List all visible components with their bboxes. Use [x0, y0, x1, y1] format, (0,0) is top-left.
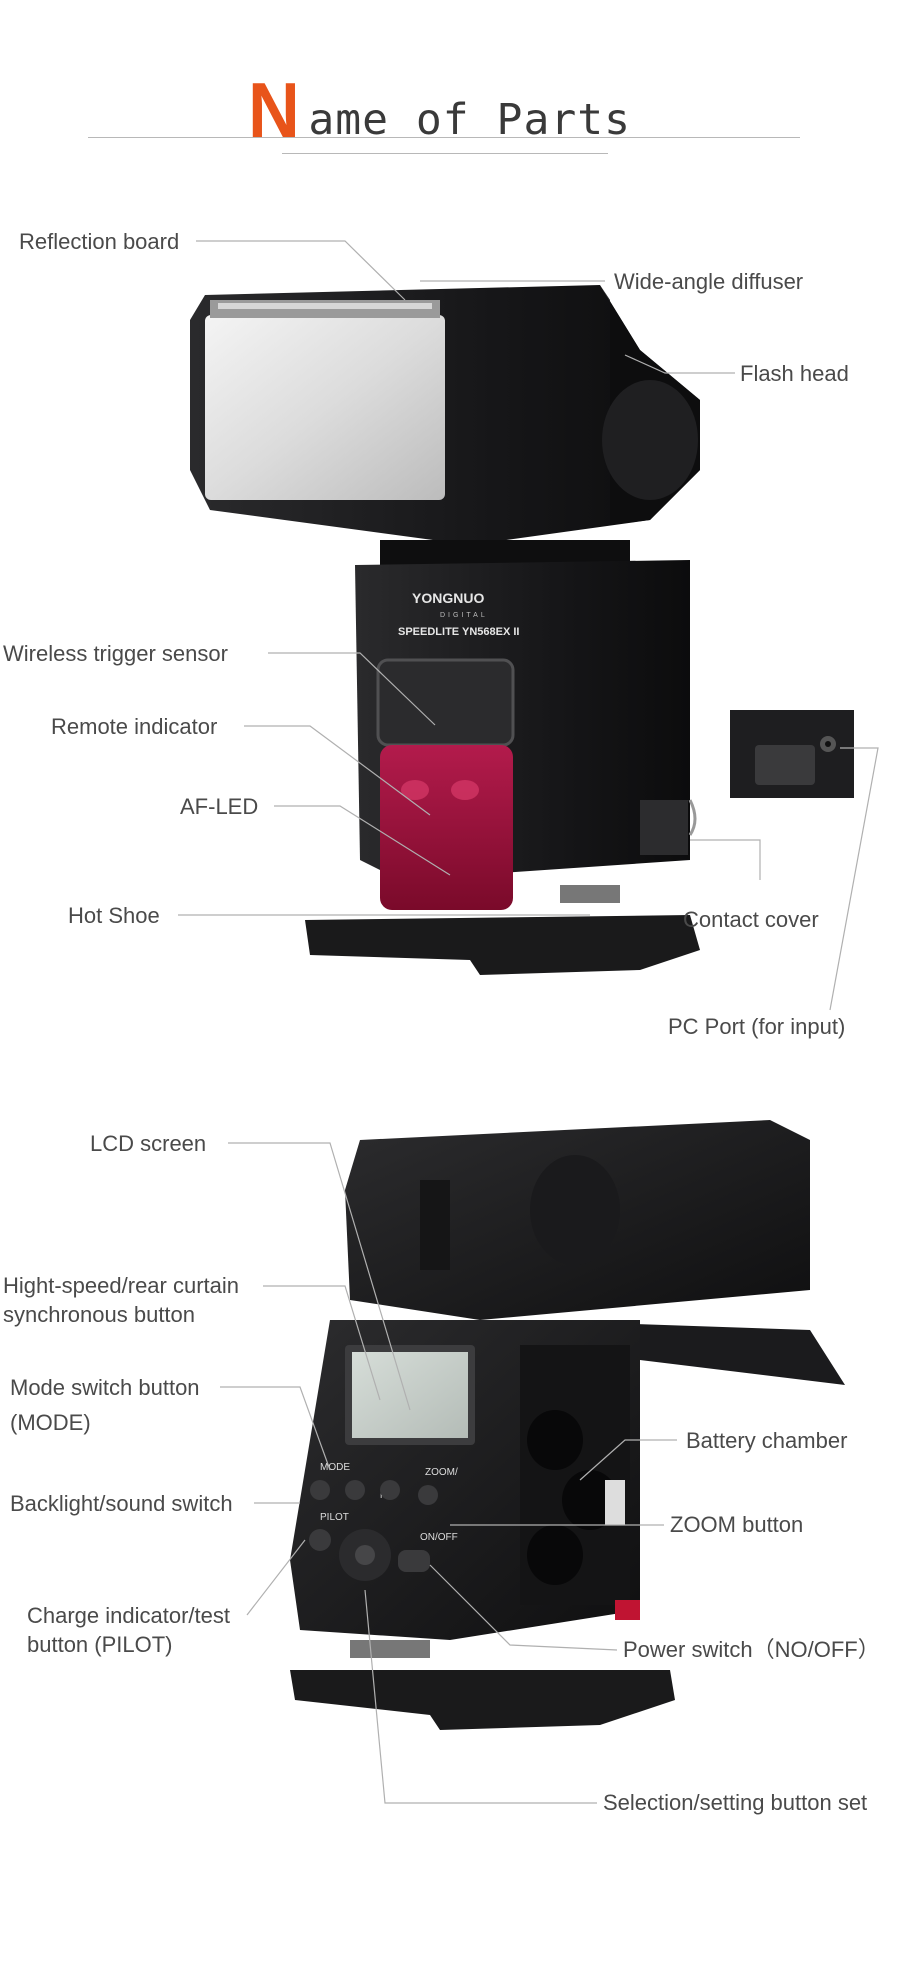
- page-title: N ame of Parts: [248, 64, 632, 154]
- label-charge-indicator-line2: button (PILOT): [27, 1632, 173, 1657]
- pc-port-inset-image: [730, 710, 854, 798]
- flash-back-image: MODE FN ZOOM/ PILOT ON/OFF: [290, 1120, 845, 1730]
- title-text: ame of Parts: [308, 95, 632, 145]
- label-lcd-screen: LCD screen: [90, 1131, 207, 1156]
- title-sub-underline: [282, 153, 608, 154]
- btn-text-zoom: ZOOM/: [425, 1467, 458, 1478]
- label-reflection-board: Reflection board: [19, 229, 180, 254]
- label-mode-switch-line1: Mode switch button: [10, 1375, 200, 1400]
- label-high-speed-line1: Hight-speed/rear curtain: [3, 1273, 240, 1298]
- label-remote-indicator: Remote indicator: [51, 714, 218, 739]
- product-sub-text: DIGITAL: [440, 612, 488, 619]
- btn-text-onoff: ON/OFF: [420, 1532, 458, 1543]
- label-power-switch: Power switch（NO/OFF）: [623, 1637, 880, 1662]
- product-model-text: SPEEDLITE YN568EX II: [398, 626, 519, 638]
- label-mode-switch-line2: (MODE): [10, 1410, 91, 1435]
- title-initial: N: [248, 66, 300, 154]
- btn-text-mode: MODE: [320, 1462, 350, 1473]
- title-underline: [88, 137, 800, 138]
- label-flash-head: Flash head: [740, 361, 849, 386]
- label-battery-chamber: Battery chamber: [686, 1428, 848, 1453]
- label-contact-cover: Contact cover: [683, 907, 819, 932]
- label-selection-setting: Selection/setting button set: [603, 1790, 868, 1815]
- label-charge-indicator-line1: Charge indicator/test: [27, 1603, 230, 1628]
- label-af-led: AF-LED: [180, 794, 259, 819]
- label-wide-angle-diffuser: Wide-angle diffuser: [614, 269, 804, 294]
- label-zoom-button: ZOOM button: [670, 1512, 804, 1537]
- label-high-speed-line2: synchronous button: [3, 1302, 196, 1327]
- label-hot-shoe: Hot Shoe: [68, 903, 160, 928]
- label-backlight-sound: Backlight/sound switch: [10, 1491, 233, 1516]
- label-pc-port: PC Port (for input): [668, 1014, 846, 1039]
- label-wireless-trigger-sensor: Wireless trigger sensor: [3, 641, 228, 666]
- flash-front-image: YONGNUO DIGITAL SPEEDLITE YN568EX II: [190, 285, 700, 975]
- btn-text-pilot: PILOT: [320, 1512, 349, 1523]
- product-brand-text: YONGNUO: [412, 590, 484, 606]
